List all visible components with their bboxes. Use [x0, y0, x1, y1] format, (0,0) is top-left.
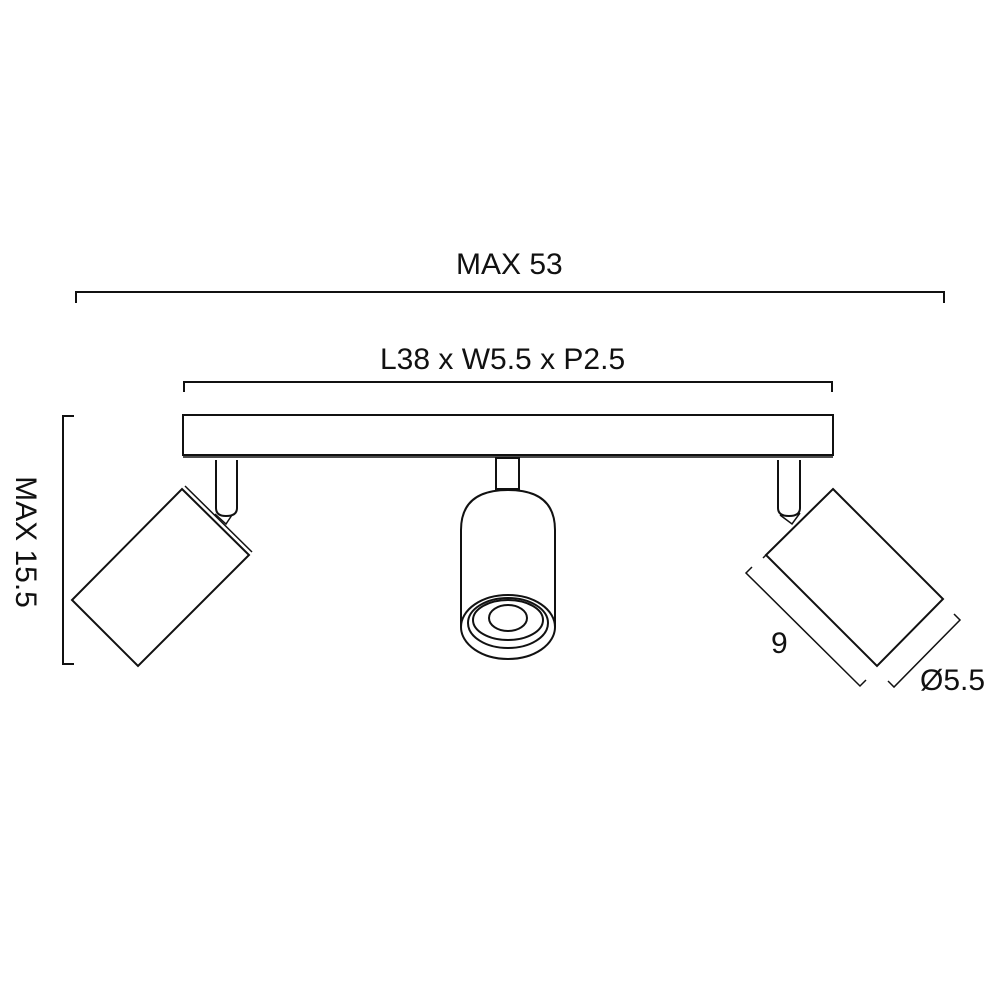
center-spotlight [460, 457, 556, 660]
mounting-bar [182, 414, 834, 456]
spot-length-label: 9 [771, 627, 788, 660]
bar-size-label: L38 x W5.5 x P2.5 [380, 343, 626, 376]
spot-diameter-label: Ø5.5 [920, 664, 986, 697]
max-height-dimension-line [62, 415, 74, 665]
max-height-label: MAX 15.5 [9, 476, 42, 608]
spot-length-dimension-line [744, 566, 867, 688]
left-spotlight [70, 460, 253, 668]
bar-dimension-line [183, 381, 833, 392]
max-width-dimension-line [75, 291, 945, 303]
spot-diameter-dimension-line [887, 613, 962, 689]
max-width-label: MAX 53 [456, 248, 563, 281]
right-spotlight [762, 460, 945, 668]
